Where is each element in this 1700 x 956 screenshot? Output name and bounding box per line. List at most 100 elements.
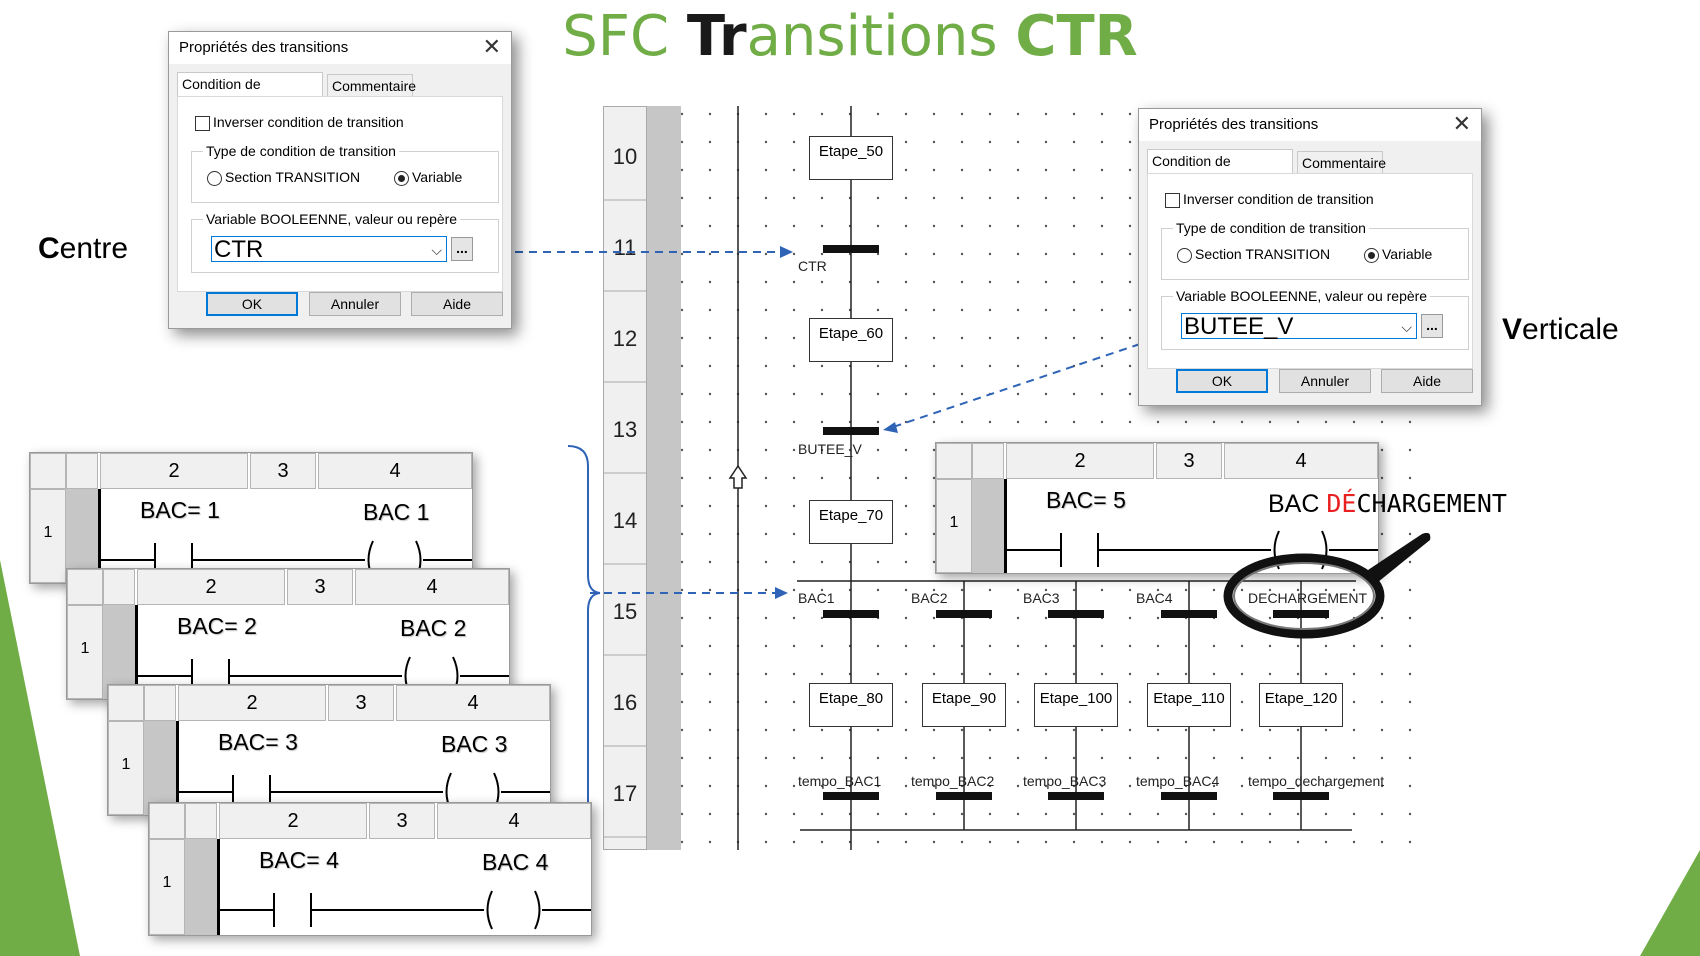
title-tr: Tr	[686, 4, 747, 69]
label-verticale: Verticale	[1502, 313, 1619, 346]
chevron-down-icon[interactable]: ⌵	[431, 242, 442, 258]
step-box[interactable]: Etape_120	[1259, 683, 1343, 727]
row-label: 13	[612, 417, 638, 442]
page-title: SFC Transitions CTR	[0, 4, 1700, 69]
step-box[interactable]: Etape_50	[809, 136, 893, 180]
col-header: 2	[219, 803, 367, 839]
step-box[interactable]: Etape_90	[922, 683, 1006, 727]
radio-section-label: Section TRANSITION	[1195, 246, 1331, 262]
row-label: 12	[612, 326, 638, 351]
ladder-rung	[137, 656, 509, 696]
transition-label[interactable]: BAC1	[798, 590, 835, 606]
help-button[interactable]: Aide	[1381, 369, 1473, 393]
tempo-label[interactable]: tempo_BAC4	[1136, 773, 1220, 789]
cancel-button[interactable]: Annuler	[1279, 369, 1371, 393]
contact-label: BAC= 2	[177, 613, 257, 639]
variable-combobox[interactable]: CTR ⌵	[211, 236, 447, 263]
coil-label: BAC 1	[363, 499, 430, 525]
col-header: 4	[1224, 443, 1378, 479]
tab-comment[interactable]: Commentaire	[1297, 151, 1386, 175]
dialog-transition-props-butee: Propriétés des transitions ✕ Condition d…	[1138, 108, 1482, 406]
tempo-label[interactable]: tempo_BAC1	[798, 773, 882, 789]
transition-label[interactable]: BAC2	[911, 590, 948, 606]
row-number: 1	[149, 839, 185, 935]
coil-label: BAC 3	[441, 731, 508, 757]
row-label: 11	[613, 235, 637, 260]
step-box[interactable]: Etape_110	[1147, 683, 1231, 727]
variable-combobox[interactable]: BUTEE_V ⌵	[1181, 313, 1417, 340]
title-ansitions: ansitions	[746, 4, 1016, 69]
browse-button[interactable]: ...	[1421, 314, 1443, 338]
col-header: 4	[318, 453, 472, 489]
ok-button[interactable]: OK	[1176, 369, 1268, 393]
help-button[interactable]: Aide	[411, 292, 503, 316]
col-header: 3	[287, 569, 353, 605]
variable-value: CTR	[214, 236, 264, 263]
tempo-label[interactable]: tempo_dechargement	[1248, 773, 1385, 789]
ladder-block: 2 3 4 1 BAC= 2 BAC 2	[66, 568, 510, 700]
arrow-head-icon	[883, 422, 898, 433]
browse-button[interactable]: ...	[451, 237, 473, 261]
step-box[interactable]: Etape_80	[809, 683, 893, 727]
invert-label: Inverser condition de transition	[1183, 191, 1374, 207]
tab-condition[interactable]: Condition de transition	[1147, 149, 1293, 191]
ladder-block: 2 3 4 1 BAC= 1 BAC 1	[29, 452, 473, 584]
transition-label[interactable]: BAC3	[1023, 590, 1060, 606]
col-header: 2	[1006, 443, 1154, 479]
radio-section[interactable]	[1177, 248, 1192, 263]
radio-variable[interactable]	[394, 171, 409, 186]
col-header: 3	[1156, 443, 1222, 479]
row-label: 10	[612, 144, 638, 169]
radio-variable-label: Variable	[1382, 246, 1433, 262]
tab-comment[interactable]: Commentaire	[327, 74, 416, 98]
ruler-gray-band	[647, 106, 681, 850]
cancel-button[interactable]: Annuler	[309, 292, 401, 316]
close-icon[interactable]: ✕	[482, 34, 501, 59]
col-header: 4	[355, 569, 509, 605]
contact-label: BAC= 3	[218, 729, 298, 755]
col-header: 4	[437, 803, 591, 839]
step-box[interactable]: Etape_60	[809, 318, 893, 362]
green-corner-left	[0, 560, 80, 956]
transition-label[interactable]: BAC4	[1136, 590, 1173, 606]
dialog-transition-props-ctr: Propriétés des transitions ✕ Condition d…	[168, 31, 512, 329]
title-ctr: CTR	[1015, 4, 1138, 69]
col-header: 3	[250, 453, 316, 489]
coil-label: BAC 2	[400, 615, 467, 641]
transition-label[interactable]: DECHARGEMENT	[1248, 590, 1368, 606]
tempo-label[interactable]: tempo_BAC3	[1023, 773, 1107, 789]
radio-variable[interactable]	[1364, 248, 1379, 263]
ladder-rung	[100, 540, 472, 580]
col-header: 2	[178, 685, 326, 721]
arrow-head-icon	[775, 587, 788, 599]
ladder-block: 2 3 4 1 BAC= 3 BAC 3	[107, 684, 551, 816]
ladder-block: 2 3 4 1 BAC= 4 BAC 4	[148, 802, 592, 936]
ladder-block-dechargement: 2 3 4 1 BAC= 5	[935, 442, 1379, 574]
close-icon[interactable]: ✕	[1452, 111, 1471, 136]
tab-condition[interactable]: Condition de transition	[177, 72, 323, 114]
invert-checkbox[interactable]	[1165, 193, 1180, 208]
variable-value: BUTEE_V	[1184, 313, 1294, 340]
arrow-head-icon	[780, 246, 793, 258]
transition-label[interactable]: BUTEE_V	[798, 441, 862, 457]
row-number: 1	[67, 605, 103, 699]
row-number: 1	[936, 479, 972, 573]
contact-label: BAC= 1	[140, 497, 220, 523]
row-ruler	[603, 106, 647, 850]
title-sfc: SFC	[562, 4, 687, 69]
transition-label[interactable]: CTR	[798, 258, 827, 274]
col-header: 4	[396, 685, 550, 721]
invert-checkbox[interactable]	[195, 116, 210, 131]
dialog-titlebar	[169, 32, 511, 64]
ok-button[interactable]: OK	[206, 292, 298, 316]
step-box[interactable]: Etape_70	[809, 500, 893, 544]
step-box[interactable]: Etape_100	[1034, 683, 1118, 727]
contact-label: BAC= 4	[259, 847, 339, 873]
tempo-label[interactable]: tempo_BAC2	[911, 773, 995, 789]
radio-section[interactable]	[207, 171, 222, 186]
chevron-down-icon[interactable]: ⌵	[1401, 319, 1412, 335]
contact-label: BAC= 5	[1046, 487, 1126, 513]
var-group-label: Variable BOOLEENNE, valeur ou repère	[1173, 288, 1431, 304]
transition-bars	[823, 245, 1329, 800]
